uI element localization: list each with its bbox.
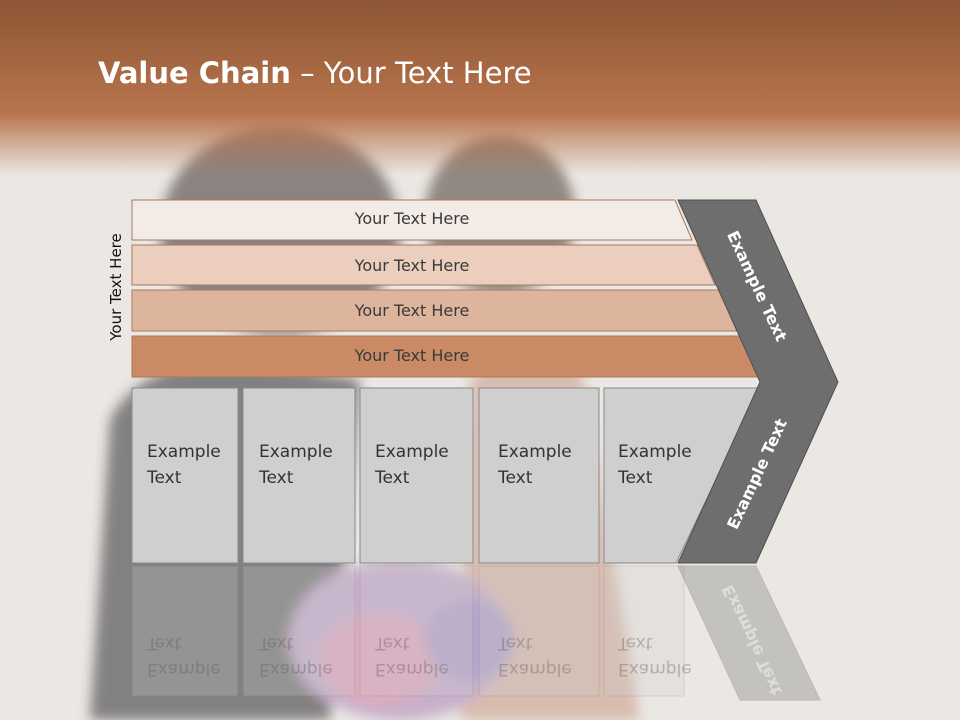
bar-3-label: Your Text Here — [354, 301, 470, 320]
title-bold: Value Chain — [98, 56, 291, 90]
column-5-line2: Text — [618, 468, 653, 488]
column-2-box — [242, 387, 356, 564]
column-4-line2: Text — [498, 468, 533, 488]
bar-2-label: Your Text Here — [354, 256, 470, 275]
bar-2-shape — [131, 244, 716, 286]
column-5-box — [603, 387, 761, 564]
column-3-box — [359, 387, 474, 564]
column-5-line1: Example — [618, 442, 692, 462]
column-4-line1: Example — [498, 442, 572, 462]
column-3-line1: Example — [375, 442, 449, 462]
column-2-text: Example Text — [259, 439, 333, 491]
column-3-line2: Text — [375, 468, 410, 488]
column-1-line2: Text — [147, 468, 182, 488]
column-2-line2: Text — [259, 468, 294, 488]
column-2-line1: Example — [259, 442, 333, 462]
chevron-shape — [677, 199, 839, 564]
column-3-text: Example Text — [375, 439, 449, 491]
page-title: Value Chain – Your Text Here — [98, 56, 532, 90]
column-1-text: Example Text — [147, 439, 221, 491]
bar-4-label: Your Text Here — [354, 346, 470, 365]
title-rest: – Your Text Here — [290, 56, 532, 90]
bar-1-label: Your Text Here — [354, 209, 470, 228]
column-1-line1: Example — [147, 442, 221, 462]
side-label: Your Text Here — [107, 233, 125, 341]
column-1-box — [131, 387, 239, 564]
bar-1-shape — [131, 199, 693, 241]
column-4-box — [478, 387, 600, 564]
column-4-text: Example Text — [498, 439, 572, 491]
column-5-text: Example Text — [618, 439, 692, 491]
